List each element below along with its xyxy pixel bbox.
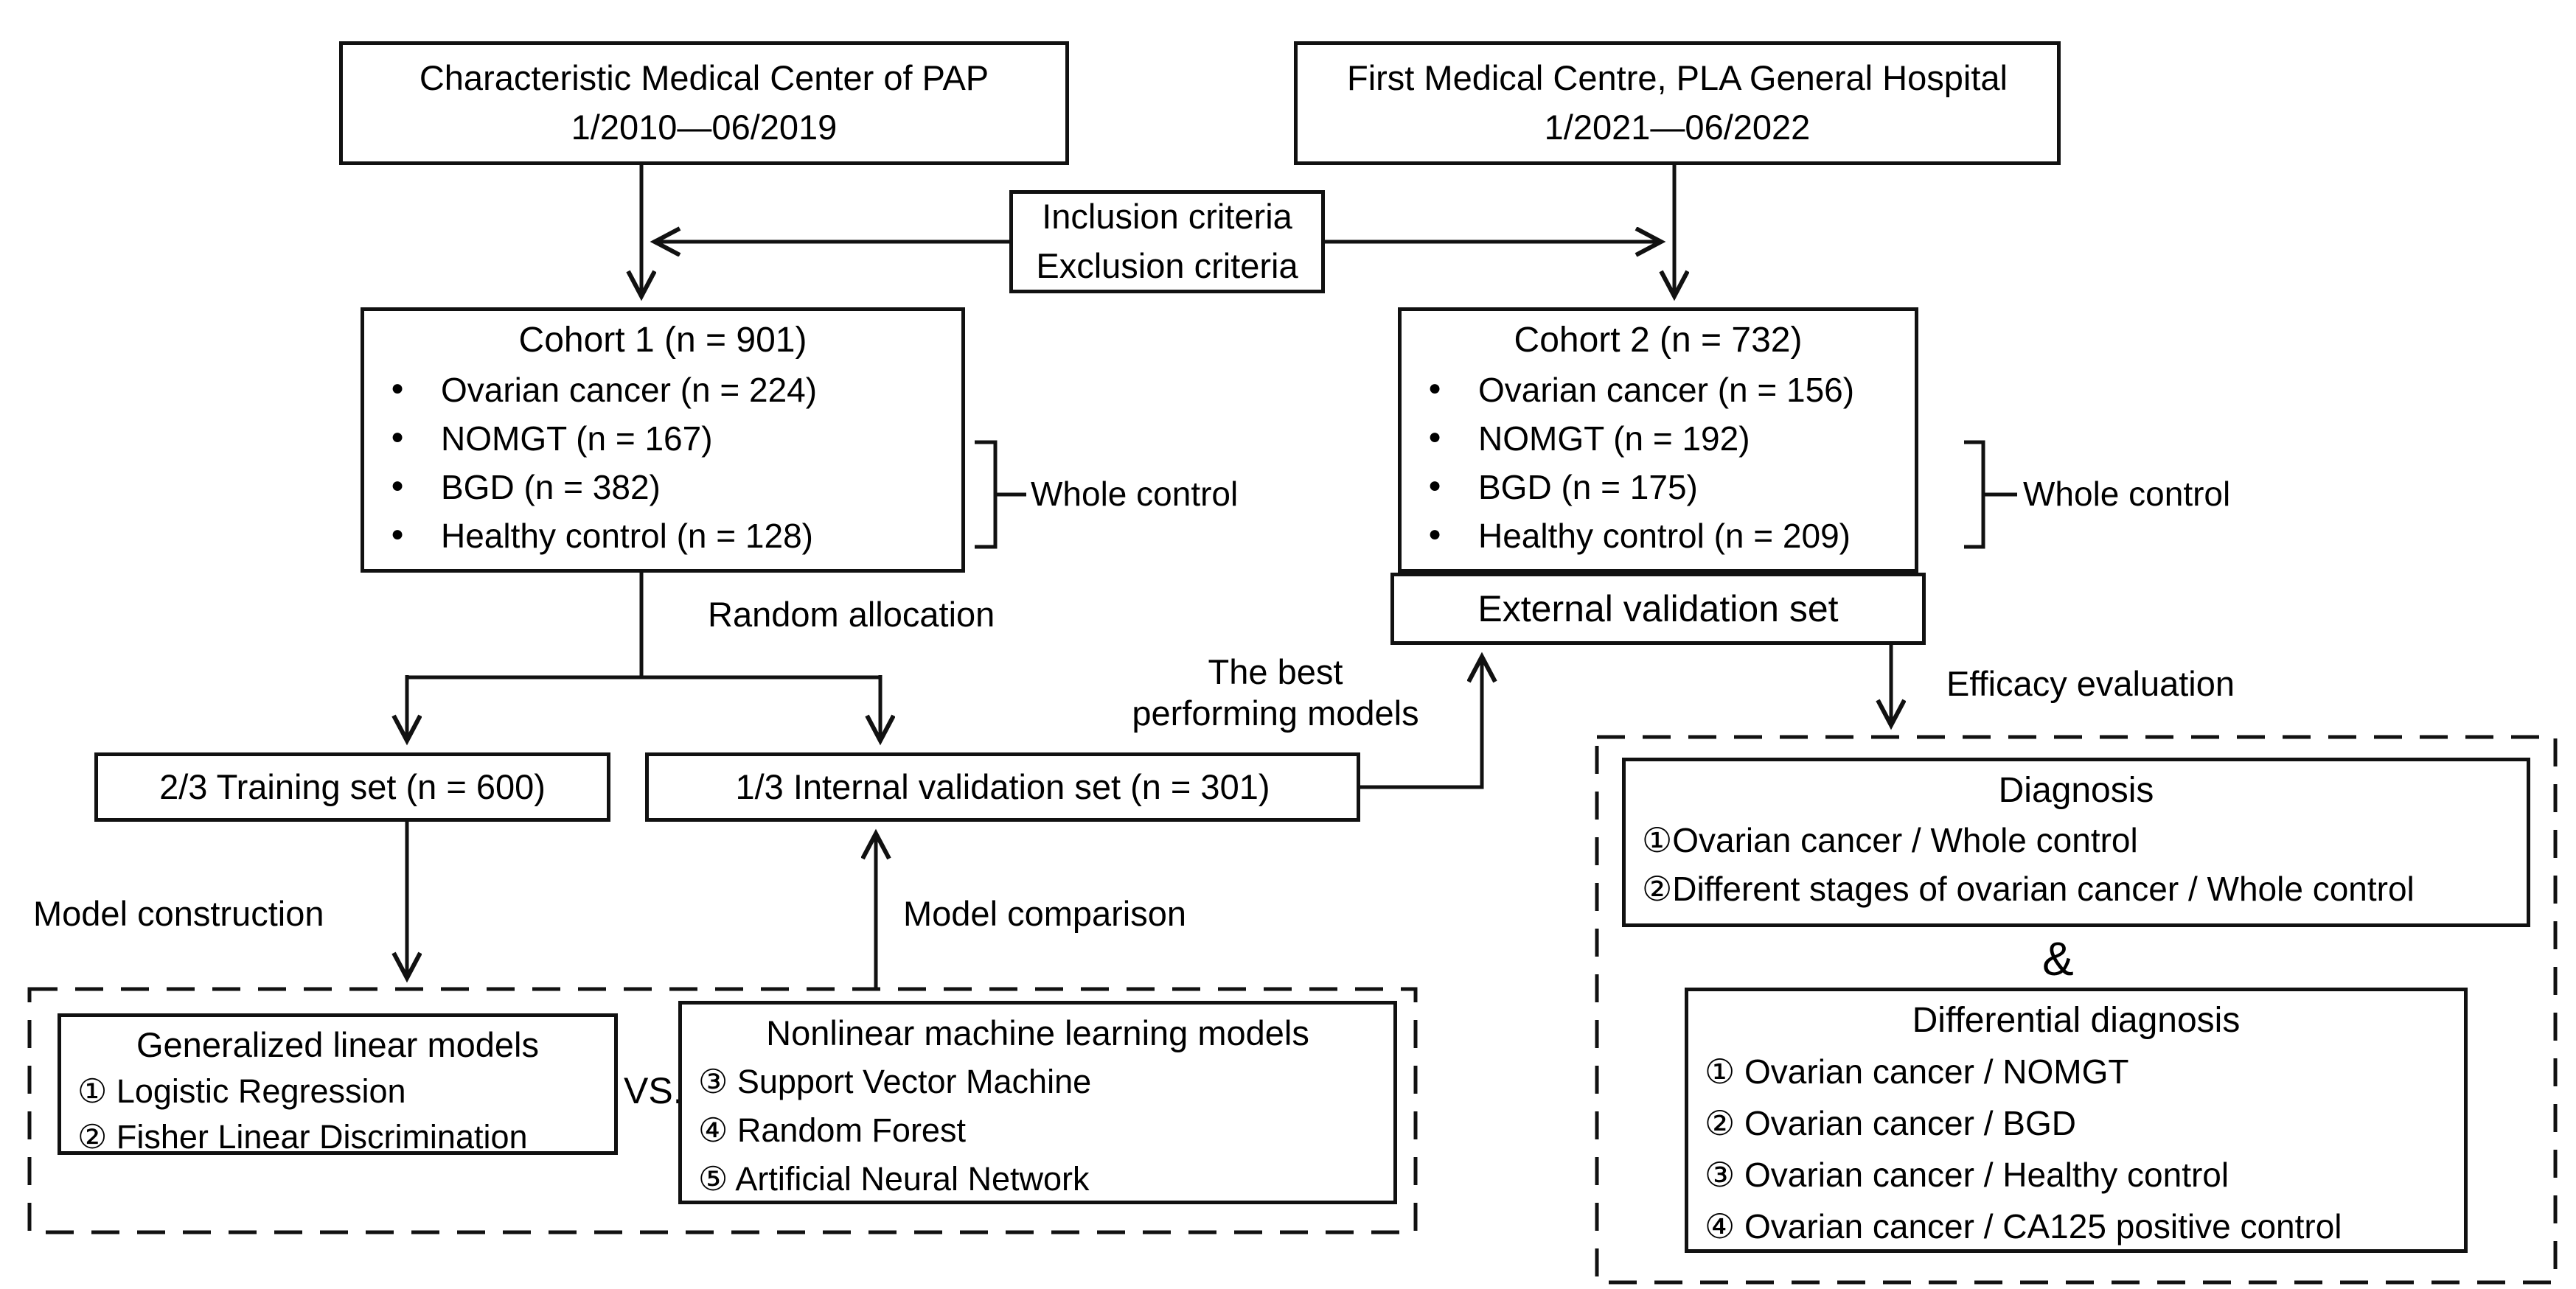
cohort1-item: ●BGD (n = 382) (364, 463, 961, 511)
diagnosis-list: ①Ovarian cancer / Whole control ②Differe… (1626, 816, 2527, 913)
models-dashed-panel (27, 987, 1418, 1234)
cohort2-title: Cohort 2 (n = 732) (1514, 321, 1803, 360)
cohort1-title: Cohort 1 (n = 901) (518, 321, 807, 360)
bullet-icon: ● (391, 376, 405, 400)
nmlm-item: ④ Random Forest (698, 1111, 966, 1149)
source-left-dates: 1/2010—06/2019 (571, 108, 838, 147)
vs-label: VS. (624, 1070, 683, 1111)
cohort1-list: ●Ovarian cancer (n = 224) ●NOMGT (n = 16… (364, 366, 961, 560)
cohort1-item: ●NOMGT (n = 167) (364, 414, 961, 463)
model-comparison-label: Model comparison (903, 894, 1187, 933)
efficacy-evaluation-label: Efficacy evaluation (1946, 664, 2235, 703)
differential-item: ④ Ovarian cancer / CA125 positive contro… (1705, 1207, 2342, 1246)
nmlm-list: ③ Support Vector Machine ④ Random Forest… (682, 1058, 1393, 1204)
nmlm-title: Nonlinear machine learning models (766, 1013, 1309, 1052)
differential-box: Differential diagnosis ① Ovarian cancer … (1685, 988, 2468, 1253)
model-construction-label: Model construction (33, 894, 324, 933)
external-validation-box: External validation set (1390, 573, 1926, 645)
glm-title: Generalized linear models (136, 1025, 539, 1064)
differential-list: ① Ovarian cancer / NOMGT ② Ovarian cance… (1688, 1046, 2464, 1252)
cohort1-item: ●Ovarian cancer (n = 224) (364, 366, 961, 414)
diagnosis-item: ②Different stages of ovarian cancer / Wh… (1642, 870, 2415, 908)
differential-title: Differential diagnosis (1912, 1001, 2241, 1040)
cohort2-list: ●Ovarian cancer (n = 156) ●NOMGT (n = 19… (1402, 366, 1915, 560)
nmlm-item: ③ Support Vector Machine (698, 1063, 1092, 1100)
whole-control-label-right: Whole control (2023, 475, 2231, 513)
diagnosis-box: Diagnosis ①Ovarian cancer / Whole contro… (1622, 758, 2530, 927)
evaluation-dashed-panel (1595, 735, 2558, 1285)
training-set-box: 2/3 Training set (n = 600) (94, 752, 610, 822)
cohort2-item: ●Ovarian cancer (n = 156) (1402, 366, 1915, 414)
nmlm-box: Nonlinear machine learning models ③ Supp… (678, 1001, 1397, 1204)
best-models-label: The best performing models (1132, 652, 1419, 733)
source-right-name: First Medical Centre, PLA General Hospit… (1347, 58, 2008, 98)
bullet-icon: ● (391, 425, 405, 449)
external-validation-text: External validation set (1477, 587, 1839, 629)
ampersand-label: & (2042, 932, 2074, 985)
bullet-icon: ● (1428, 376, 1442, 400)
internal-validation-box: 1/3 Internal validation set (n = 301) (645, 752, 1360, 822)
differential-item: ② Ovarian cancer / BGD (1705, 1104, 2076, 1142)
criteria-box: Inclusion criteria Exclusion criteria (1009, 190, 1325, 293)
bullet-icon: ● (1428, 522, 1442, 546)
glm-item: ② Fisher Linear Discrimination (77, 1118, 528, 1156)
source-left-name: Characteristic Medical Center of PAP (419, 58, 989, 98)
glm-list: ① Logistic Regression ② Fisher Linear Di… (61, 1069, 614, 1160)
source-right-box: First Medical Centre, PLA General Hospit… (1294, 41, 2061, 165)
cohort2-item: ●BGD (n = 175) (1402, 463, 1915, 511)
differential-item: ① Ovarian cancer / NOMGT (1705, 1052, 2129, 1091)
cohort2-item: ●Healthy control (n = 209) (1402, 511, 1915, 560)
nmlm-item: ⑤ Artificial Neural Network (698, 1160, 1090, 1198)
bullet-icon: ● (1428, 473, 1442, 497)
bullet-icon: ● (391, 522, 405, 546)
differential-item: ③ Ovarian cancer / Healthy control (1705, 1156, 2229, 1194)
glm-box: Generalized linear models ① Logistic Reg… (58, 1013, 618, 1156)
inclusion-criteria-text: Inclusion criteria (1042, 197, 1292, 237)
whole-control-bracket-right (1964, 440, 2017, 549)
cohort1-box: Cohort 1 (n = 901) ●Ovarian cancer (n = … (361, 307, 965, 573)
diagnosis-title: Diagnosis (1998, 771, 2154, 810)
exclusion-criteria-text: Exclusion criteria (1036, 246, 1298, 285)
source-left-box: Characteristic Medical Center of PAP 1/2… (339, 41, 1069, 165)
cohort1-item: ●Healthy control (n = 128) (364, 511, 961, 560)
source-right-dates: 1/2021—06/2022 (1544, 108, 1811, 147)
whole-control-label-left: Whole control (1031, 475, 1239, 513)
whole-control-bracket-left (975, 440, 1026, 549)
random-allocation-label: Random allocation (708, 595, 995, 634)
arrow-internal-to-external (1360, 658, 1482, 789)
cohort2-item: ●NOMGT (n = 192) (1402, 414, 1915, 463)
diagnosis-item: ①Ovarian cancer / Whole control (1642, 821, 2138, 859)
bullet-icon: ● (1428, 425, 1442, 449)
glm-item: ① Logistic Regression (77, 1072, 406, 1110)
bullet-icon: ● (391, 473, 405, 497)
cohort2-box: Cohort 2 (n = 732) ●Ovarian cancer (n = … (1398, 307, 1918, 573)
